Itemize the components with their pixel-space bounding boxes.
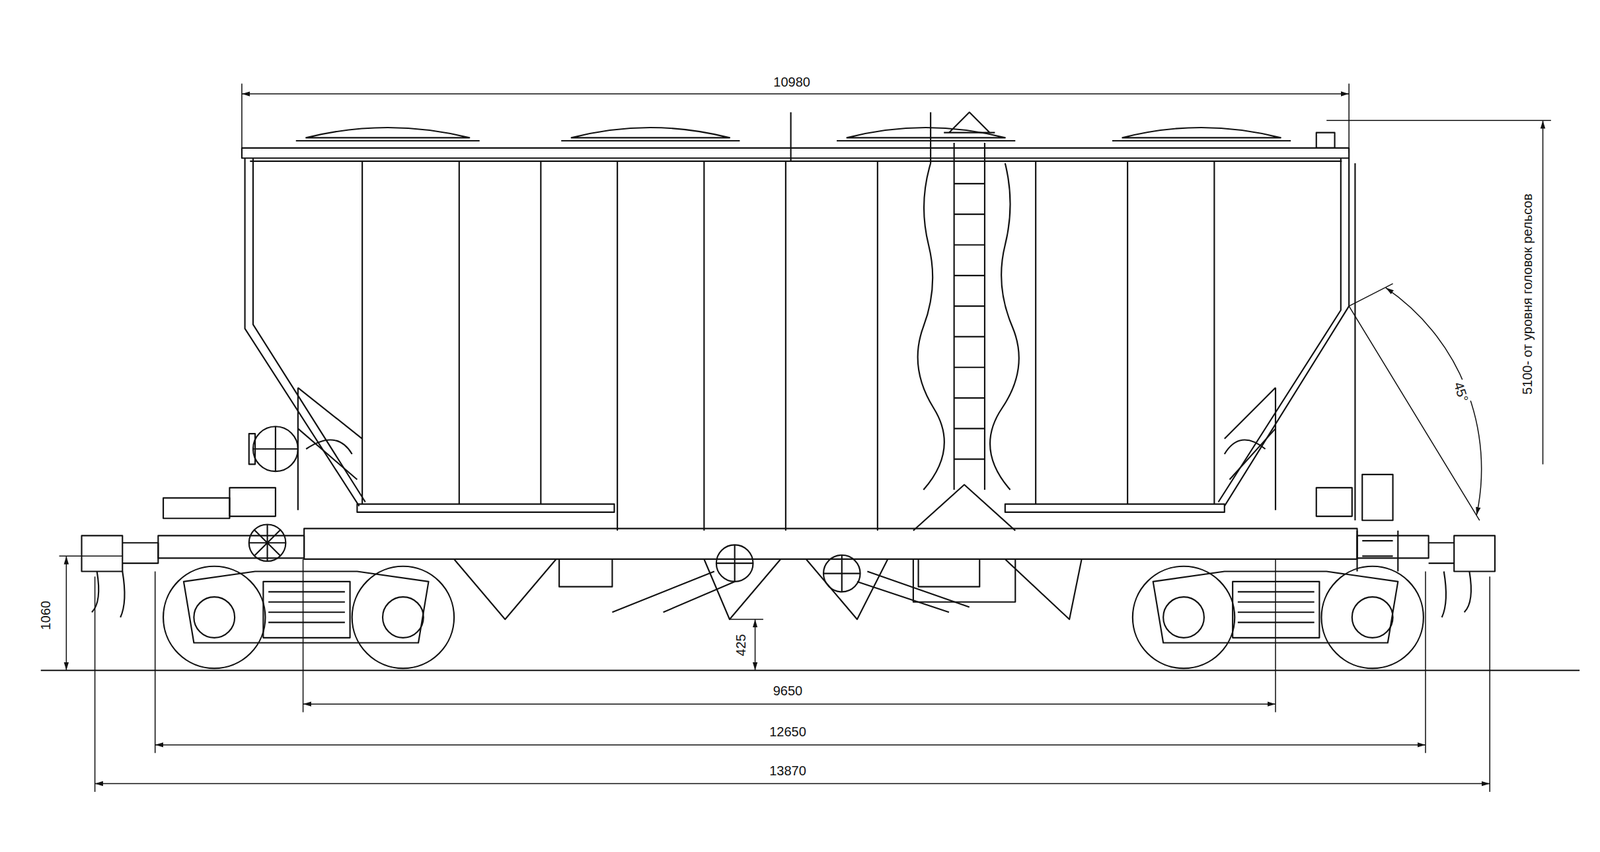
dimension-label: 9650 bbox=[771, 683, 805, 698]
dimension-label: 10980 bbox=[771, 74, 812, 90]
dimension-label: 45° bbox=[1450, 378, 1472, 405]
dimension-label: 5100- от уровня головок рельсов bbox=[1520, 192, 1535, 396]
dimension-label: 1060 bbox=[38, 599, 53, 632]
dimension-label: 425 bbox=[733, 632, 749, 657]
dimension-label: 13870 bbox=[767, 763, 808, 778]
dimension-label: 12650 bbox=[767, 724, 808, 739]
